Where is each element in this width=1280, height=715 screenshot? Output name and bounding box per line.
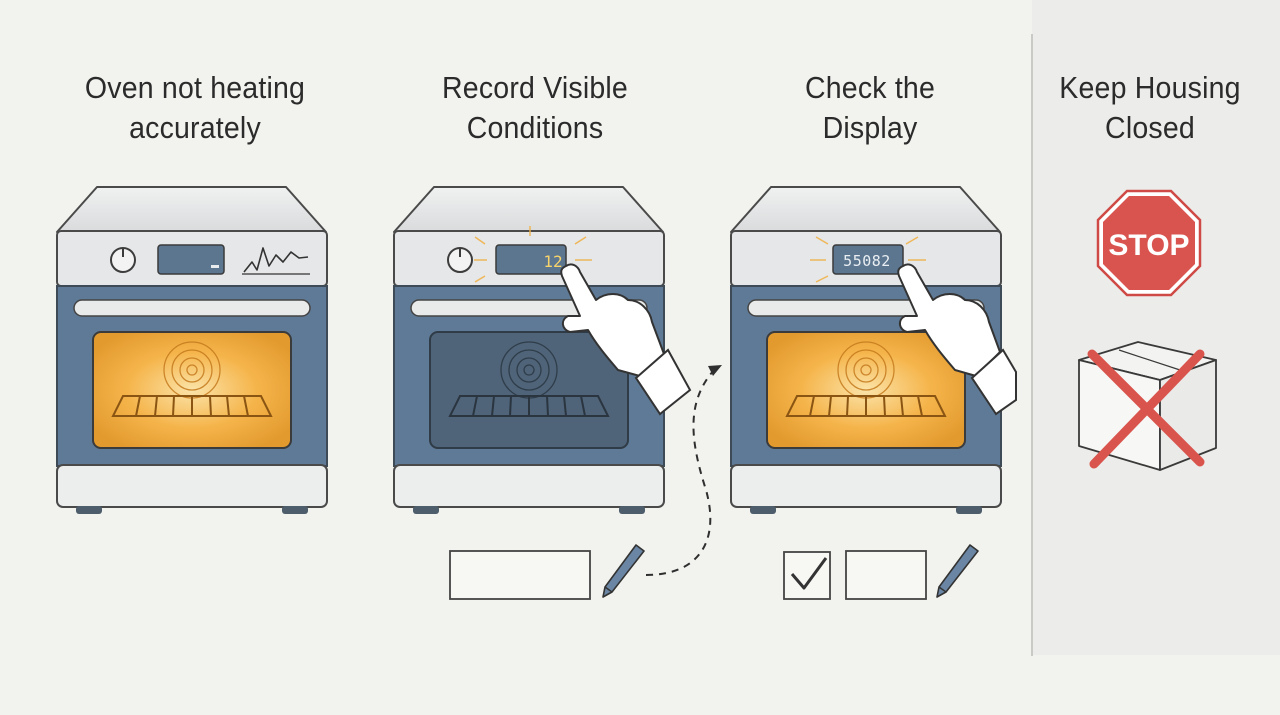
- panel-divider: [1031, 34, 1033, 656]
- display-reading: 55082: [843, 252, 891, 270]
- step-1-title: Oven not heating accurately: [84, 70, 306, 145]
- side-panel-title: Keep Housing Closed: [1059, 70, 1241, 145]
- oven-cold-illustration: 12: [393, 186, 692, 600]
- checkbox-checked-icon: [783, 551, 831, 600]
- oven-display: [832, 244, 904, 275]
- flow-arrow: [645, 365, 722, 576]
- display-reading: 12: [543, 252, 562, 271]
- step-3-title: Check the Display: [804, 70, 936, 145]
- step-2-title: Record Visible Conditions: [442, 70, 628, 145]
- oven-hot-illustration: [56, 186, 328, 514]
- oven-rack: [111, 395, 273, 417]
- pen-icon: [936, 544, 979, 598]
- temperature-knob-icon: [110, 247, 136, 273]
- crossed-out-box-icon: [1078, 341, 1217, 471]
- notes-box: [845, 550, 927, 600]
- svg-text:STOP: STOP: [1108, 229, 1189, 262]
- temperature-graph-icon: [242, 247, 310, 275]
- door-handle: [73, 299, 311, 317]
- oven-rack: [448, 395, 610, 417]
- oven-display: [495, 244, 567, 275]
- pen-icon: [602, 544, 645, 598]
- side-panel: [1032, 0, 1280, 655]
- stop-sign-icon: STOP: [1096, 189, 1202, 297]
- pointing-hand-icon: [560, 263, 692, 416]
- pointing-hand-icon: [897, 263, 1017, 416]
- temperature-knob-icon: [447, 247, 473, 273]
- notes-box: [449, 550, 591, 600]
- oven-rack: [785, 395, 947, 417]
- oven-display: [157, 244, 225, 275]
- oven-heating-illustration: 55082: [730, 186, 1017, 600]
